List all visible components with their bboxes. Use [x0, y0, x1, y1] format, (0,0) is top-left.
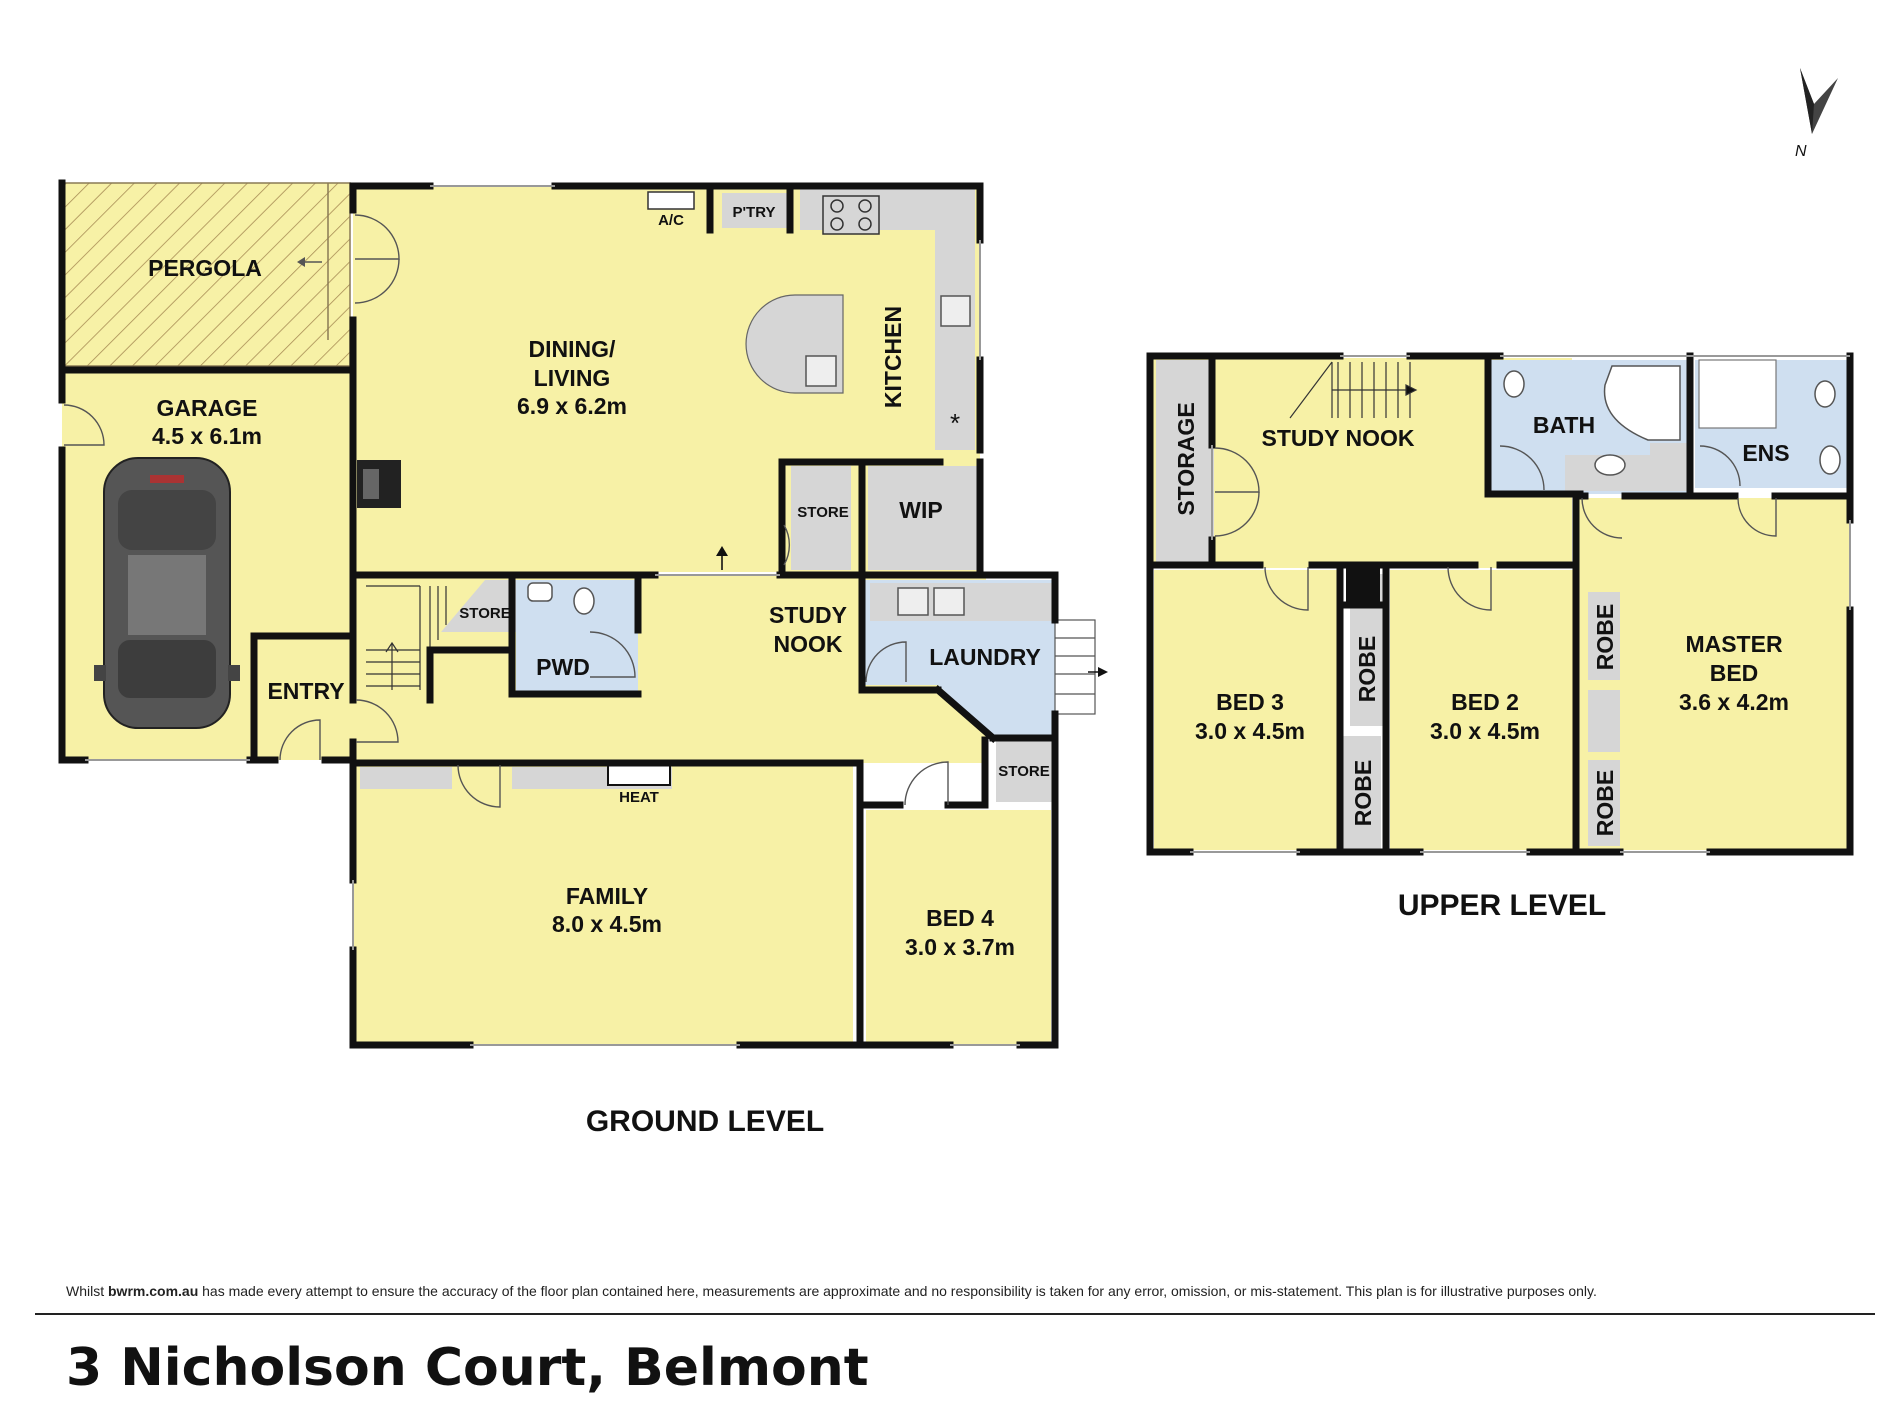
- property-address: 3 Nicholson Court, Belmont: [66, 1338, 869, 1398]
- pwd-label: PWD: [536, 654, 590, 680]
- upper-level-plan: STORAGE STUDY NOOK BATH ENS BED 3 3.0 x …: [1146, 352, 1854, 922]
- robe-bed3-lower: [1343, 736, 1381, 849]
- master-label-2: BED: [1710, 660, 1759, 686]
- ground-walls: [58, 179, 1059, 1049]
- robe-master-mid: [1588, 690, 1620, 752]
- garage-size: 4.5 x 6.1m: [152, 423, 262, 449]
- laundry-label: LAUNDRY: [929, 644, 1041, 670]
- upper-level-title: UPPER LEVEL: [1398, 889, 1606, 922]
- entry-label: ENTRY: [267, 678, 344, 704]
- family-joinery-left: [360, 767, 452, 789]
- disclaimer: Whilst bwrm.com.au has made every attemp…: [66, 1283, 1597, 1299]
- master-bed-room: [1584, 498, 1850, 850]
- robe-bed3-lower-label: ROBE: [1350, 760, 1376, 826]
- ac-unit: [647, 191, 695, 210]
- storage-label: STORAGE: [1173, 402, 1199, 515]
- kitchen-label: KITCHEN: [880, 306, 906, 408]
- compass-icon: N: [1795, 68, 1838, 160]
- bed4-room: [866, 810, 1051, 1045]
- wip-room: [868, 466, 978, 570]
- store-under-stairs: [441, 580, 516, 632]
- study-nook-label-2: NOOK: [774, 631, 843, 657]
- wip-label: WIP: [899, 497, 942, 523]
- kitchen-counter: [800, 186, 975, 450]
- compass-label: N: [1795, 143, 1807, 160]
- ground-stairs: [366, 585, 447, 690]
- footer-divider: [35, 1313, 1875, 1315]
- store-kitchen-label: STORE: [797, 504, 848, 521]
- upper-study-nook-label: STUDY NOOK: [1262, 425, 1415, 451]
- pergola-label: PERGOLA: [148, 255, 262, 281]
- robe-master-bottom-label: ROBE: [1592, 770, 1618, 836]
- ac-label: A/C: [658, 212, 684, 229]
- ground-level-title: GROUND LEVEL: [586, 1105, 824, 1138]
- robe-master-top-label: ROBE: [1592, 604, 1618, 670]
- heat-label: HEAT: [619, 789, 659, 806]
- svg-text:*: *: [950, 408, 960, 438]
- bath-label: BATH: [1533, 412, 1595, 438]
- storage-room: [1156, 360, 1214, 565]
- bed4-size: 3.0 x 3.7m: [905, 934, 1015, 960]
- upper-walls: [1146, 352, 1854, 856]
- living-label: LIVING: [534, 365, 611, 391]
- bed3-room: [1154, 570, 1340, 850]
- ground-level-plan: *: [58, 179, 1108, 1138]
- family-room: [353, 763, 853, 1045]
- laundry-steps: [1054, 619, 1096, 715]
- dining-label: DINING/: [529, 336, 617, 362]
- upper-stairs: [1289, 361, 1418, 419]
- study-nook-label-1: STUDY: [769, 602, 847, 628]
- garage-label: GARAGE: [157, 395, 258, 421]
- store-kitchen: [791, 466, 851, 570]
- store-stairs-label: STORE: [459, 605, 510, 622]
- master-size: 3.6 x 4.2m: [1679, 689, 1789, 715]
- ens-label: ENS: [1742, 440, 1789, 466]
- bed3-size: 3.0 x 4.5m: [1195, 718, 1305, 744]
- robe-master-top: [1588, 592, 1620, 680]
- car-icon: [94, 457, 240, 729]
- bed2-size: 3.0 x 4.5m: [1430, 718, 1540, 744]
- family-size: 8.0 x 4.5m: [552, 911, 662, 937]
- pantry-room: [722, 193, 787, 228]
- master-label-1: MASTER: [1685, 631, 1783, 657]
- pergola-area: [59, 182, 351, 367]
- store-laundry-label: STORE: [998, 763, 1049, 780]
- bed2-room: [1390, 570, 1574, 850]
- store-laundry: [996, 740, 1052, 802]
- pantry-label: P'TRY: [732, 204, 775, 221]
- bed4-label: BED 4: [926, 905, 994, 931]
- robe-bed3-label: ROBE: [1354, 636, 1380, 702]
- robe-master-bottom: [1588, 760, 1620, 846]
- dining-size: 6.9 x 6.2m: [517, 393, 627, 419]
- bed3-label: BED 3: [1216, 689, 1284, 715]
- bed2-label: BED 2: [1451, 689, 1519, 715]
- disclaimer-site: bwrm.com.au: [108, 1283, 199, 1299]
- family-label: FAMILY: [566, 883, 648, 909]
